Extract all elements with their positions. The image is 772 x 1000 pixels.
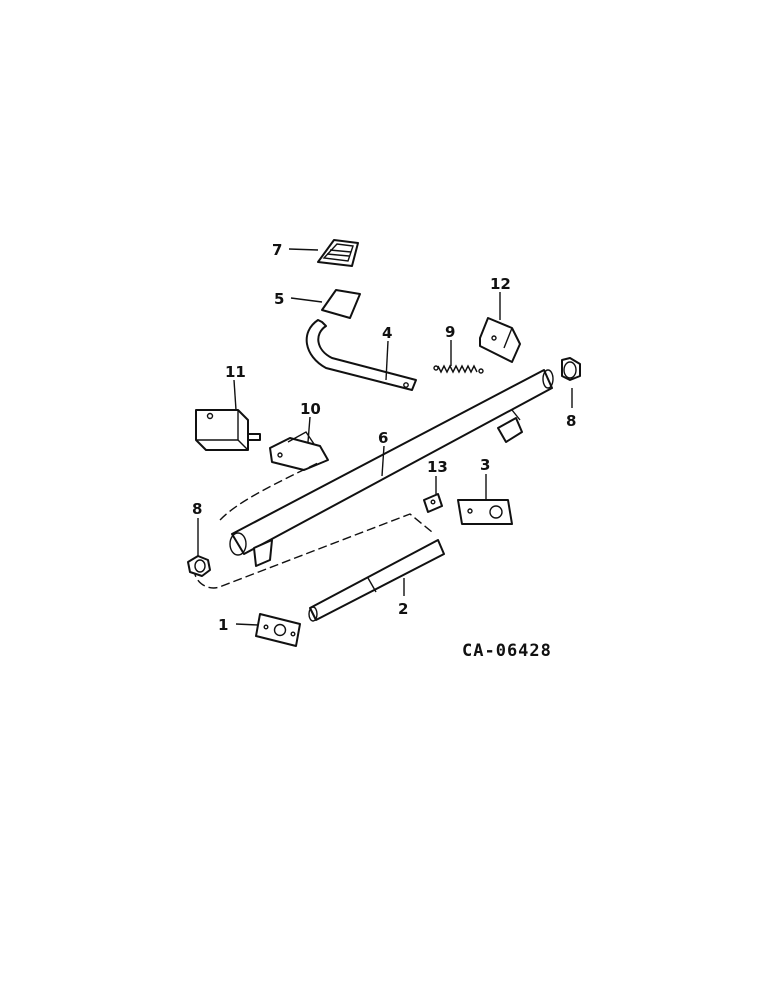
bracket (479, 317, 521, 363)
callout-label-13: 13 (427, 458, 448, 476)
pedal-pad (317, 239, 359, 267)
mounting-plate-left (255, 613, 301, 647)
callout-label-7: 6 (378, 429, 388, 447)
callout-label-8-right: 8 (566, 412, 576, 430)
spring (433, 364, 484, 374)
mounting-plate-right (457, 499, 513, 525)
callout-label-5: 5 (274, 290, 284, 308)
callout-label-8-left: 8 (192, 500, 202, 518)
bushing-left (187, 555, 211, 577)
callout-label-10: 10 (300, 400, 321, 418)
callout-label-1: 1 (218, 616, 228, 634)
callout-label-4: 4 (382, 324, 392, 342)
callout-label-3: 3 (480, 456, 490, 474)
bushing-right (561, 357, 581, 381)
shaft (308, 539, 445, 622)
clamp (269, 431, 329, 471)
callout-label-6: 7 (272, 241, 282, 259)
cross-shaft-tube (229, 369, 554, 567)
leader-lines (197, 248, 573, 626)
assembly-line-upper (219, 461, 321, 521)
pedal-arm (305, 319, 417, 391)
callout-label-11: 11 (225, 363, 246, 381)
switch (195, 409, 261, 451)
callout-label-2: 2 (398, 600, 408, 618)
callout-label-9: 9 (445, 323, 455, 341)
drawing-code: CA-06428 (462, 641, 552, 661)
clip (423, 493, 443, 513)
callout-label-12: 12 (490, 275, 511, 293)
pedal (321, 289, 361, 319)
